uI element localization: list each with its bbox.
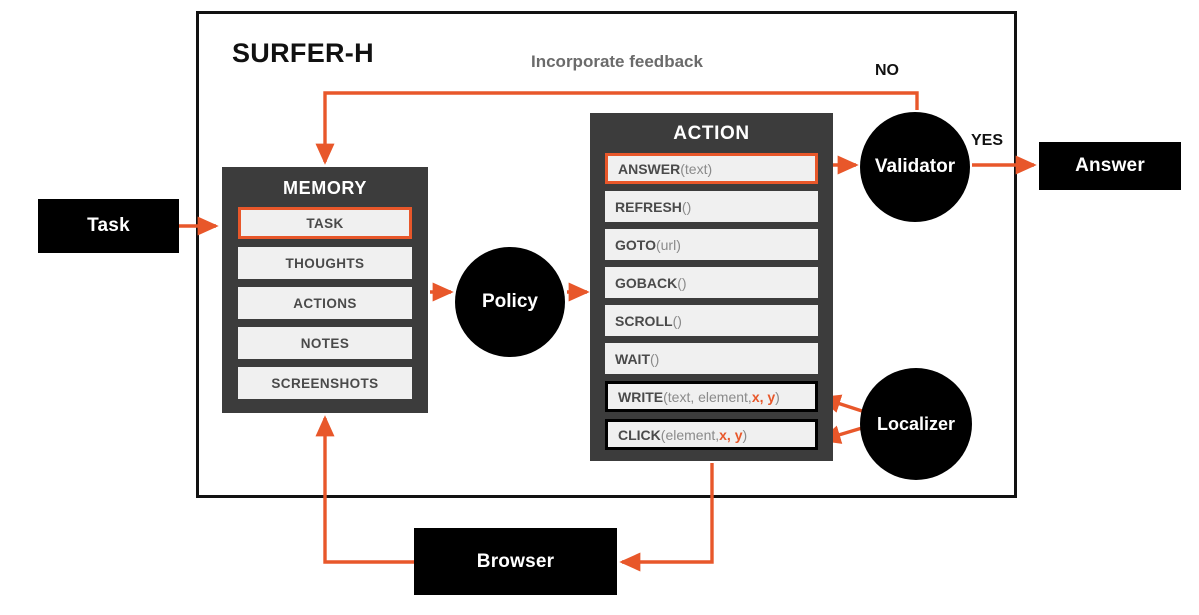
answer-node[interactable]: Answer xyxy=(1039,142,1181,190)
memory-item-label: TASK xyxy=(306,215,344,231)
action-item-answer[interactable]: ANSWER(text) xyxy=(605,153,818,184)
action-item-args: (text, element, xyxy=(663,388,752,405)
action-item-goback[interactable]: GOBACK() xyxy=(605,267,818,298)
action-item-args: (element, xyxy=(660,426,720,443)
memory-item-task[interactable]: TASK xyxy=(238,207,412,239)
action-item-args-end: ) xyxy=(742,426,748,443)
memory-item-label: NOTES xyxy=(300,335,350,351)
memory-item-actions[interactable]: ACTIONS xyxy=(238,287,412,319)
action-item-args: (url) xyxy=(655,236,681,253)
action-item-name: ANSWER xyxy=(618,160,681,177)
action-item-scroll[interactable]: SCROLL() xyxy=(605,305,818,336)
action-panel: ACTION ANSWER(text)REFRESH()GOTO(url)GOB… xyxy=(590,113,833,461)
memory-item-screenshots[interactable]: SCREENSHOTS xyxy=(238,367,412,399)
policy-node[interactable]: Policy xyxy=(455,247,565,357)
action-item-coords: x, y xyxy=(751,388,776,405)
memory-item-label: ACTIONS xyxy=(293,295,357,311)
action-item-name: SCROLL xyxy=(615,312,673,329)
action-item-args: () xyxy=(677,274,687,291)
browser-node[interactable]: Browser xyxy=(414,528,617,595)
memory-item-label: SCREENSHOTS xyxy=(271,375,379,391)
validator-node[interactable]: Validator xyxy=(860,112,970,222)
branch-label-yes: YES xyxy=(971,132,1004,149)
action-item-name: WAIT xyxy=(615,350,650,367)
action-item-goto[interactable]: GOTO(url) xyxy=(605,229,818,260)
memory-item-label: THOUGHTS xyxy=(285,255,365,271)
action-item-name: WRITE xyxy=(618,388,664,405)
action-item-args-end: ) xyxy=(775,388,780,405)
action-item-args: () xyxy=(681,198,692,215)
task-node[interactable]: Task xyxy=(38,199,179,253)
action-item-name: CLICK xyxy=(618,426,661,443)
memory-panel-title: MEMORY xyxy=(283,178,367,198)
action-item-args: (text) xyxy=(680,160,713,177)
page-title: SURFER-H xyxy=(232,38,374,68)
incorporate-feedback-label: Incorporate feedback xyxy=(531,52,703,71)
action-item-wait[interactable]: WAIT() xyxy=(605,343,818,374)
action-item-name: GOTO xyxy=(615,236,656,253)
action-item-click[interactable]: CLICK(element, x, y) xyxy=(605,419,818,450)
memory-item-thoughts[interactable]: THOUGHTS xyxy=(238,247,412,279)
memory-item-notes[interactable]: NOTES xyxy=(238,327,412,359)
action-item-args: () xyxy=(650,350,660,367)
memory-panel: MEMORY TASK THOUGHTS ACTIONS NOTES SCREENSHO… xyxy=(222,167,428,413)
localizer-node[interactable]: Localizer xyxy=(860,368,972,480)
action-item-args: () xyxy=(672,312,682,329)
surfer-h-system-frame xyxy=(196,11,1017,498)
action-panel-title: ACTION xyxy=(673,123,750,144)
action-item-coords: x, y xyxy=(719,426,743,443)
action-item-refresh[interactable]: REFRESH() xyxy=(605,191,818,222)
branch-label-no: NO xyxy=(875,62,899,79)
action-item-list: ANSWER(text)REFRESH()GOTO(url)GOBACK()SC… xyxy=(605,153,818,450)
memory-item-list: TASK THOUGHTS ACTIONS NOTES SCREENSHOTS xyxy=(238,207,412,399)
action-item-write[interactable]: WRITE(text, element, x, y) xyxy=(605,381,818,412)
action-item-name: REFRESH xyxy=(615,198,682,215)
action-item-name: GOBACK xyxy=(615,274,678,291)
